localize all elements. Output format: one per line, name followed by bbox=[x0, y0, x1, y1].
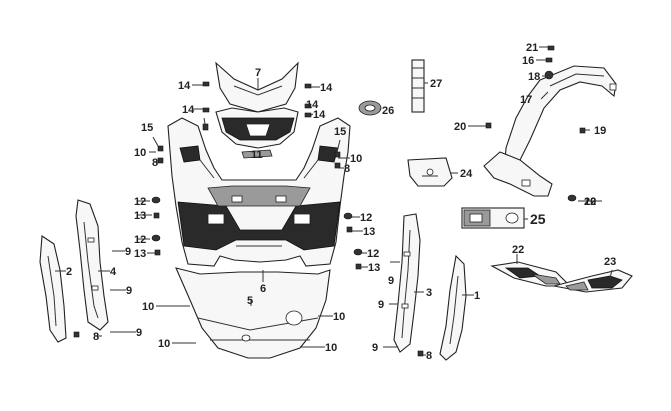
label-27: 27 bbox=[430, 78, 442, 90]
part-27 bbox=[411, 59, 425, 113]
label-26: 26 bbox=[382, 105, 394, 117]
side-cover-left-inner bbox=[75, 199, 109, 331]
fasteners bbox=[73, 45, 586, 357]
fender-17 bbox=[483, 65, 617, 197]
label-15-left: 15 bbox=[141, 122, 153, 134]
label-9-a: 9 bbox=[125, 246, 131, 258]
part-25 bbox=[461, 207, 525, 229]
label-8-lower-right: 8 bbox=[426, 350, 432, 362]
label-10-c: 10 bbox=[142, 301, 154, 313]
label-12-c: 12 bbox=[360, 212, 372, 224]
front-panel-lower-vent bbox=[215, 107, 299, 149]
label-10-f: 10 bbox=[325, 342, 337, 354]
label-24: 24 bbox=[460, 168, 473, 180]
part-26 bbox=[358, 100, 382, 116]
label-14-e: 14 bbox=[313, 109, 326, 121]
label-9-c: 9 bbox=[136, 327, 142, 339]
label-13-a: 13 bbox=[134, 210, 146, 222]
center-strip-11 bbox=[241, 149, 273, 159]
label-5: 5 bbox=[247, 295, 253, 307]
label-19: 19 bbox=[594, 125, 606, 137]
side-cover-right-outer bbox=[439, 254, 467, 361]
label-9-f: 9 bbox=[372, 342, 378, 354]
label-3: 3 bbox=[426, 287, 432, 299]
label-21: 21 bbox=[526, 42, 538, 54]
label-13-d: 13 bbox=[368, 262, 380, 274]
label-10-e: 10 bbox=[333, 311, 345, 323]
label-25: 25 bbox=[530, 211, 546, 227]
label-14-c: 14 bbox=[182, 104, 195, 116]
label-14-b: 14 bbox=[320, 82, 333, 94]
label-12-e: 12 bbox=[584, 196, 596, 208]
inner-leg-shield bbox=[167, 117, 351, 267]
label-8-upper-right: 8 bbox=[344, 163, 350, 175]
label-9-e: 9 bbox=[378, 299, 384, 311]
decal-22 bbox=[490, 261, 572, 287]
part-24 bbox=[407, 157, 453, 187]
label-9-b: 9 bbox=[126, 285, 132, 297]
label-17: 17 bbox=[520, 94, 532, 106]
label-10-d: 10 bbox=[158, 338, 170, 350]
label-6: 6 bbox=[260, 283, 266, 295]
label-22: 22 bbox=[512, 244, 524, 256]
label-13-c: 13 bbox=[363, 226, 375, 238]
front-panel-upper bbox=[215, 61, 299, 113]
decal-23 bbox=[553, 269, 633, 293]
label-8-upper-left: 8 bbox=[152, 157, 158, 169]
label-15-right: 15 bbox=[334, 126, 346, 138]
label-2: 2 bbox=[66, 266, 72, 278]
label-16: 16 bbox=[522, 55, 534, 67]
label-1: 1 bbox=[474, 290, 480, 302]
label-10-b: 10 bbox=[350, 153, 362, 165]
label-8-lower-left: 8 bbox=[93, 331, 99, 343]
side-cover-left-outer bbox=[39, 235, 67, 343]
label-10-a: 10 bbox=[134, 147, 146, 159]
label-4: 4 bbox=[110, 266, 117, 278]
label-9-d: 9 bbox=[388, 275, 394, 287]
label-12-b: 12 bbox=[134, 234, 146, 246]
label-14-a: 14 bbox=[178, 80, 191, 92]
callout-labels: 1 2 3 4 5 6 7 11 8 8 8 8 9 9 9 9 9 9 10 … bbox=[66, 42, 616, 362]
label-18: 18 bbox=[528, 71, 540, 83]
side-cover-right-inner bbox=[393, 213, 421, 353]
leader-lines bbox=[55, 46, 613, 356]
label-13-b: 13 bbox=[134, 248, 146, 260]
floor-panel-lower bbox=[175, 267, 331, 359]
label-20-b: 20 bbox=[584, 196, 596, 208]
label-23: 23 bbox=[604, 256, 616, 268]
label-20-a: 20 bbox=[454, 121, 466, 133]
label-11: 11 bbox=[251, 149, 263, 161]
label-12-d: 12 bbox=[367, 248, 379, 260]
label-12-a: 12 bbox=[134, 196, 146, 208]
label-7: 7 bbox=[255, 67, 261, 79]
label-14-d: 14 bbox=[306, 99, 319, 111]
